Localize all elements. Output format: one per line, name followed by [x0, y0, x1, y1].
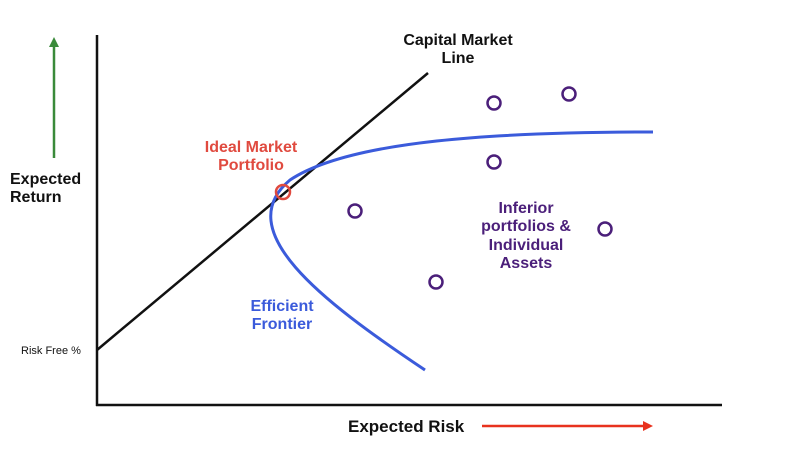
capital-market-line	[96, 72, 429, 351]
inferior-portfolio-marker	[597, 221, 613, 237]
ideal-label-line2: Portfolio	[218, 157, 284, 175]
x-axis-label: Expected Risk	[348, 417, 465, 436]
inferior-label-line4: Assets	[499, 255, 553, 273]
y-axis-label: Expected Return	[10, 171, 81, 208]
inferior-portfolio-marker	[486, 95, 502, 111]
cml-label-line1: Capital Market	[403, 32, 513, 49]
inferior-portfolio-marker	[428, 274, 444, 290]
capital-market-line-label: Capital Market Line	[383, 32, 533, 69]
ideal-market-portfolio-label: Ideal Market Portfolio	[186, 139, 316, 176]
inferior-portfolios-label: Inferior portfolios & Individual Assets	[466, 200, 586, 274]
efficient-frontier-curve	[269, 130, 654, 372]
risk-free-label: Risk Free %	[21, 345, 81, 357]
ideal-label-line1: Ideal Market	[204, 139, 298, 156]
inferior-label-line1: Inferior	[498, 200, 554, 217]
efficient-frontier-label: Efficient Frontier	[232, 298, 332, 335]
frontier-label-line1: Efficient	[250, 298, 314, 315]
inferior-label-line2: portfolios &	[481, 218, 571, 236]
inferior-portfolio-marker	[486, 154, 502, 170]
ideal-market-portfolio-marker	[274, 183, 292, 201]
y-axis-label-line1: Expected	[10, 171, 82, 188]
frontier-label-line2: Frontier	[251, 316, 313, 334]
inferior-portfolio-marker	[561, 86, 577, 102]
y-axis-label-line2: Return	[10, 189, 62, 207]
inferior-portfolio-marker	[347, 203, 363, 219]
inferior-label-line3: Individual	[488, 236, 564, 254]
cml-label-line2: Line	[441, 50, 475, 68]
